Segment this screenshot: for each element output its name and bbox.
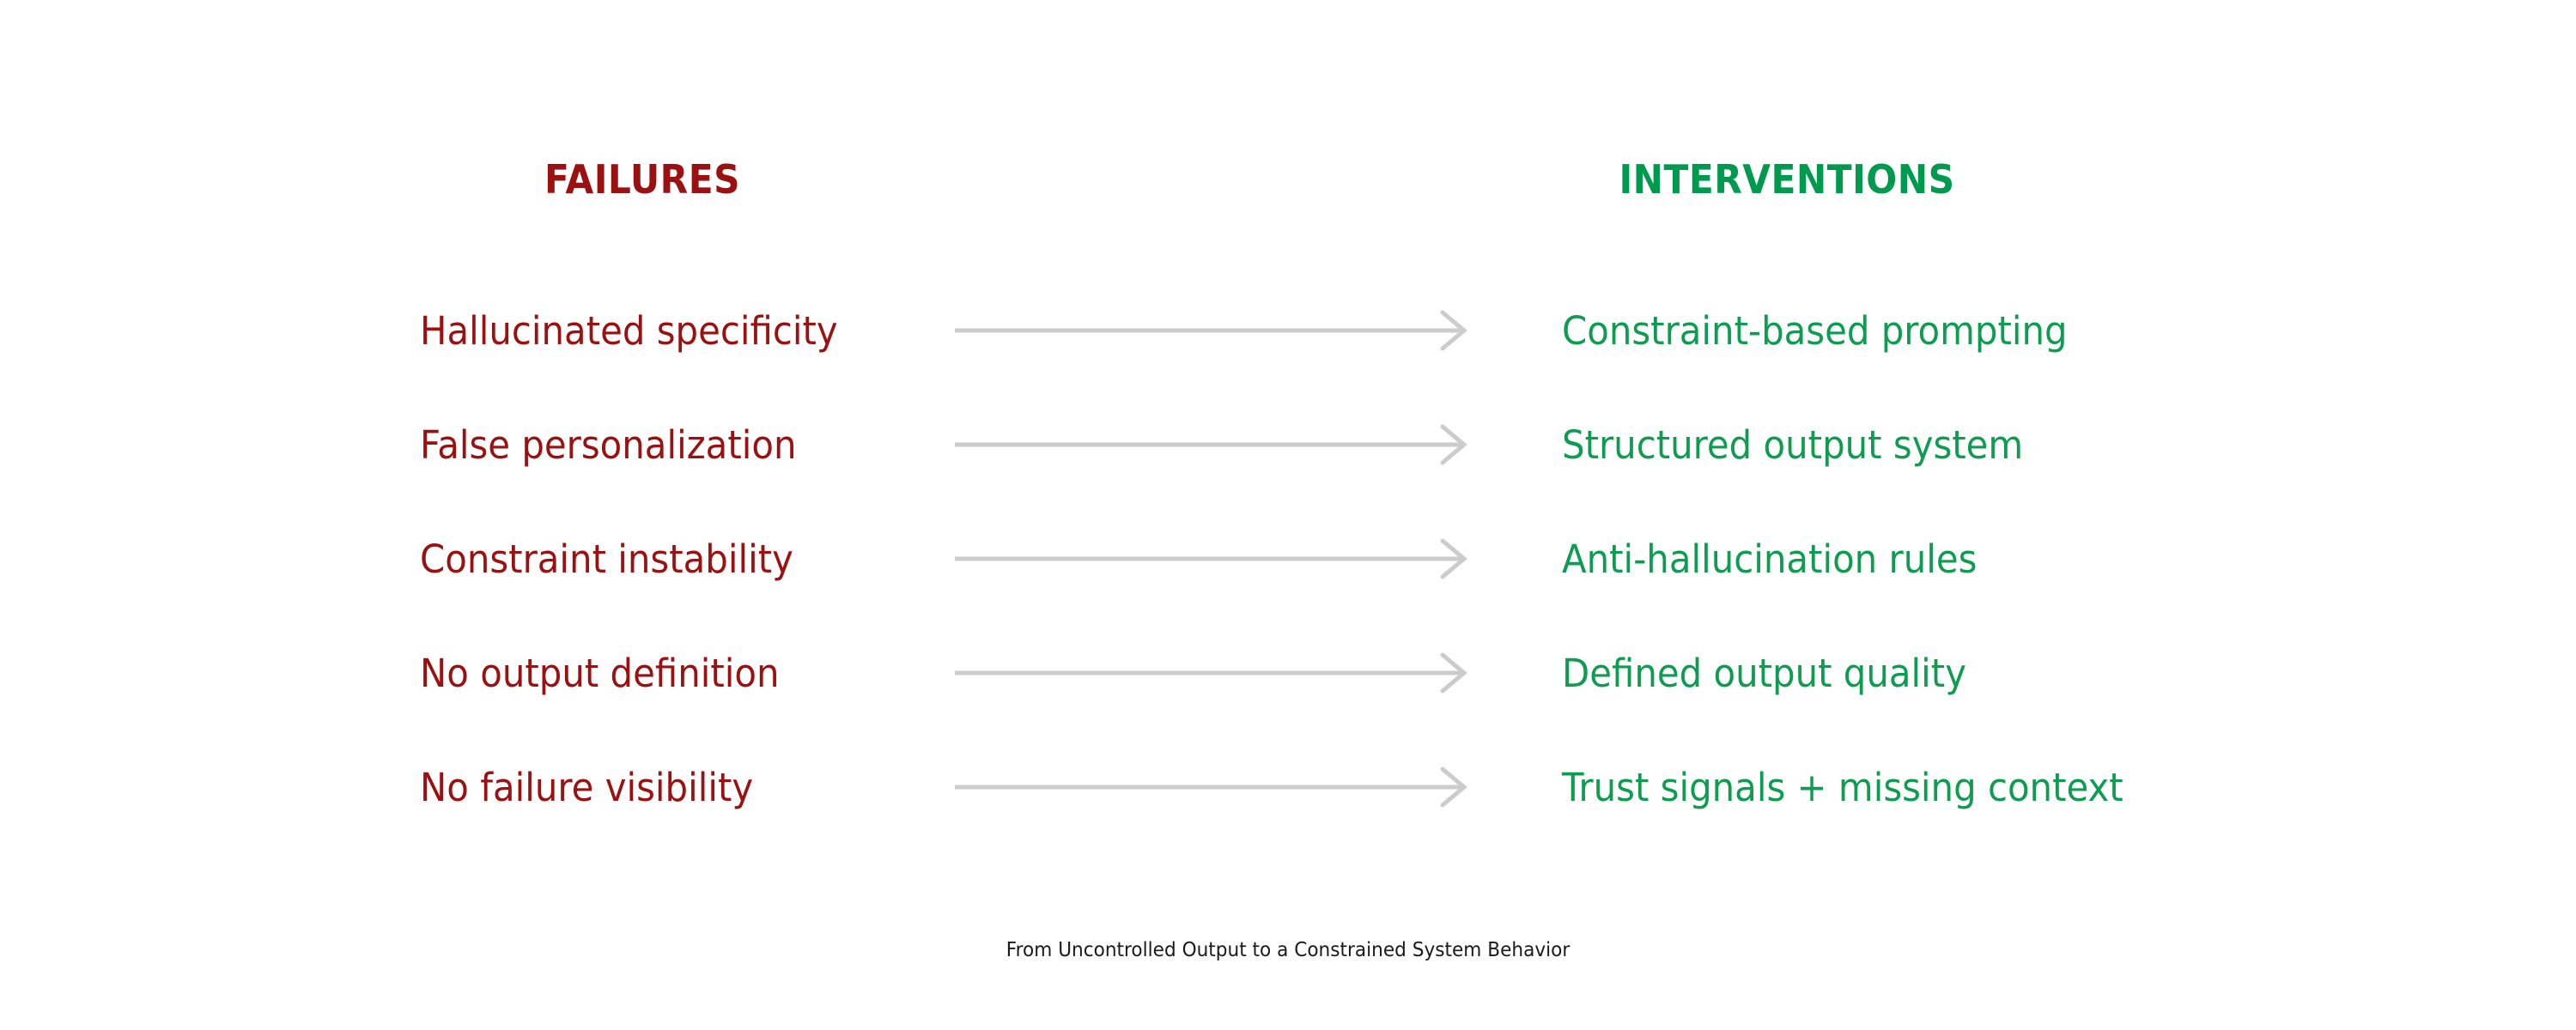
- arrow-right-icon: [953, 418, 1477, 471]
- mapping-row: Hallucinated specificity Constraint-base…: [0, 304, 2576, 357]
- diagram-caption: From Uncontrolled Output to a Constraine…: [1005, 939, 1571, 961]
- interventions-column-header: INTERVENTIONS: [1619, 156, 1955, 203]
- intervention-label: Anti-hallucination rules: [1562, 536, 1978, 582]
- mapping-row: No failure visibility Trust signals + mi…: [0, 760, 2576, 814]
- intervention-label: Trust signals + missing context: [1562, 764, 2123, 810]
- intervention-label: Defined output quality: [1562, 650, 1966, 696]
- arrow-right-icon: [953, 304, 1477, 357]
- failure-label: False personalization: [420, 421, 797, 468]
- failure-label: Constraint instability: [420, 536, 793, 582]
- failures-column-header: FAILURES: [544, 156, 741, 203]
- mapping-row: False personalization Structured output …: [0, 418, 2576, 471]
- intervention-label: Constraint-based prompting: [1562, 307, 2068, 354]
- arrow-right-icon: [953, 646, 1477, 700]
- failure-label: No output definition: [420, 650, 780, 696]
- mapping-row: No output definition Defined output qual…: [0, 646, 2576, 700]
- intervention-label: Structured output system: [1562, 421, 2024, 468]
- arrow-right-icon: [953, 532, 1477, 585]
- failure-label: Hallucinated specificity: [420, 307, 838, 354]
- mapping-row: Constraint instability Anti-hallucinatio…: [0, 532, 2576, 585]
- arrow-right-icon: [953, 760, 1477, 814]
- failure-label: No failure visibility: [420, 764, 754, 810]
